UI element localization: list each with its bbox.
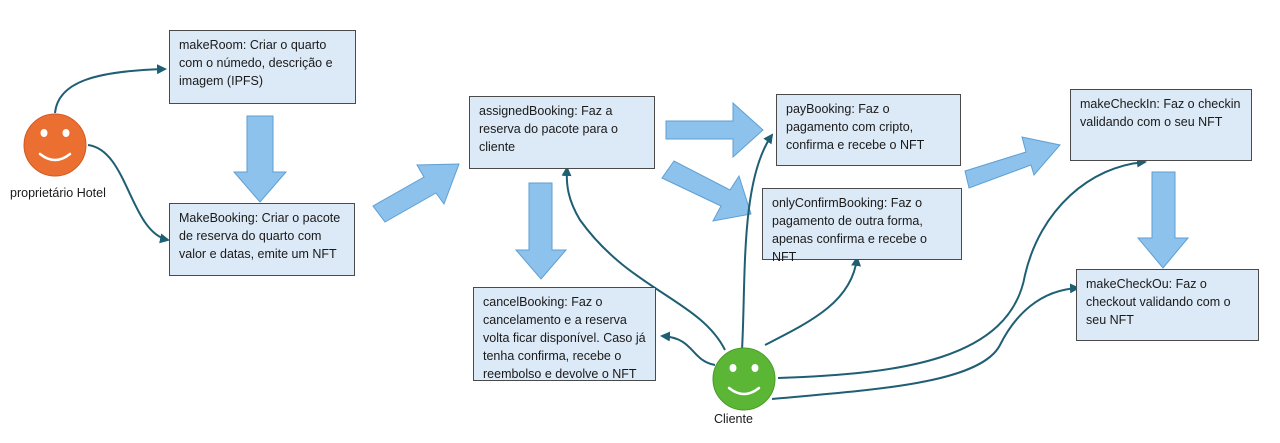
connector-owner-to-makebooking [87,144,170,244]
block-arrow-room-to-booking [232,115,288,203]
block-arrow-checkin-to-checkout [1136,171,1190,269]
makecheckout-box: makeCheckOu: Faz o checkout validando co… [1076,269,1259,341]
connector-client-to-onlyconfirm [764,256,862,346]
connector-client-to-cancel [660,331,716,366]
client-smiley-icon [712,347,776,411]
assignedbooking-box: assignedBooking: Faz a reserva do pacote… [469,96,655,169]
block-arrow-assigned-to-onlyconfirm [661,160,752,222]
connector-client-to-checkin [777,157,1147,379]
block-arrow-assigned-to-cancel [514,182,568,280]
connector-client-to-pay [741,133,774,351]
block-arrow-pay-to-checkin [964,136,1061,189]
owner-label: proprietário Hotel [10,186,106,200]
makecheckin-box: makeCheckIn: Faz o checkin validando com… [1070,89,1252,161]
client-label: Cliente [714,412,753,426]
connector-client-to-assigned [561,166,726,351]
connector-client-to-checkout [771,283,1080,400]
block-arrow-booking-to-assigned [372,163,460,223]
owner-smiley-icon [23,113,87,177]
connector-owner-to-makeroom [54,64,167,114]
block-arrow-assigned-to-pay [665,101,764,159]
makeroom-box: makeRoom: Criar o quarto com o númedo, d… [169,30,356,104]
paybooking-box: payBooking: Faz o pagamento com cripto, … [776,94,961,166]
makebooking-box: MakeBooking: Criar o pacote de reserva d… [169,203,355,276]
onlyconfirmbooking-box: onlyConfirmBooking: Faz o pagamento de o… [762,188,962,264]
cancelbooking-box: cancelBooking: Faz o cancelamento e a re… [473,287,656,381]
